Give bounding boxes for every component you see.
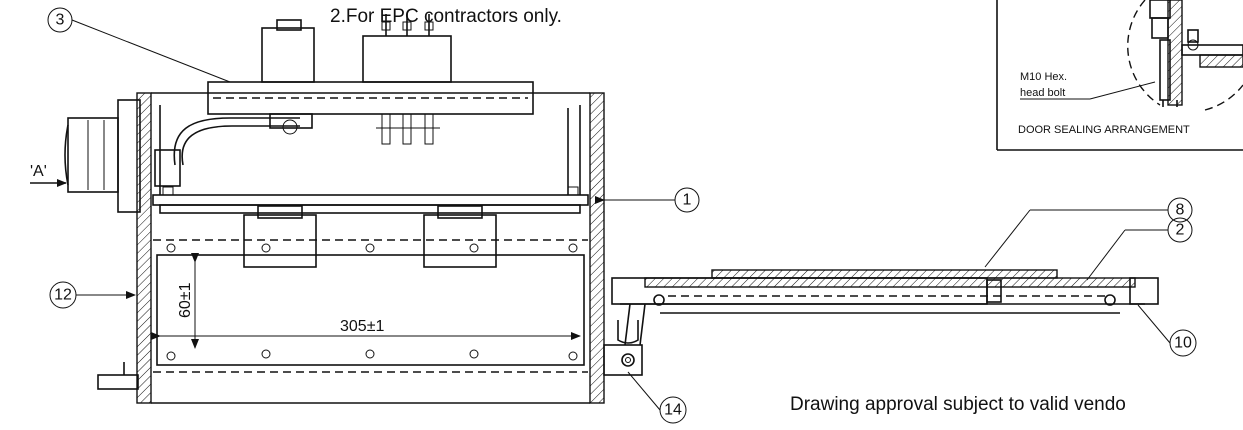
bolt-label-line2: head bolt [1020,87,1065,99]
balloon-14: 14 [659,396,687,424]
svg-text:1: 1 [683,192,692,209]
door-assembly [603,269,1159,376]
inset-caption: DOOR SEALING ARRANGEMENT [1018,124,1190,136]
svg-text:14: 14 [664,402,682,419]
balloon-3: 3 [47,7,73,33]
balloon-2: 2 [1167,217,1193,243]
height-dimension: 60±1 [177,282,194,318]
balloon-1: 1 [674,187,700,213]
enclosure-main [64,14,605,404]
leader-lines [71,19,1171,411]
approval-note: Drawing approval subject to valid vendo [790,394,1126,415]
width-dimension: 305±1 [340,318,384,335]
balloon-8: 8 [1167,197,1193,223]
view-a-label: 'A' [30,163,47,180]
svg-text:2: 2 [1176,222,1185,239]
balloon-12: 12 [49,281,77,309]
svg-text:3: 3 [56,12,65,29]
svg-text:10: 10 [1174,335,1192,352]
top-note: 2.For EPC contractors only. [330,6,562,27]
screw-holes [166,243,578,361]
bolt-label-line1: M10 Hex. [1020,71,1067,83]
svg-text:8: 8 [1176,202,1185,219]
door-sealing-inset: M10 Hex. head bolt DOOR SEALING ARRANGEM… [996,0,1243,151]
dimension-lines [151,253,581,349]
svg-text:12: 12 [54,287,72,304]
balloon-10: 10 [1169,329,1197,357]
